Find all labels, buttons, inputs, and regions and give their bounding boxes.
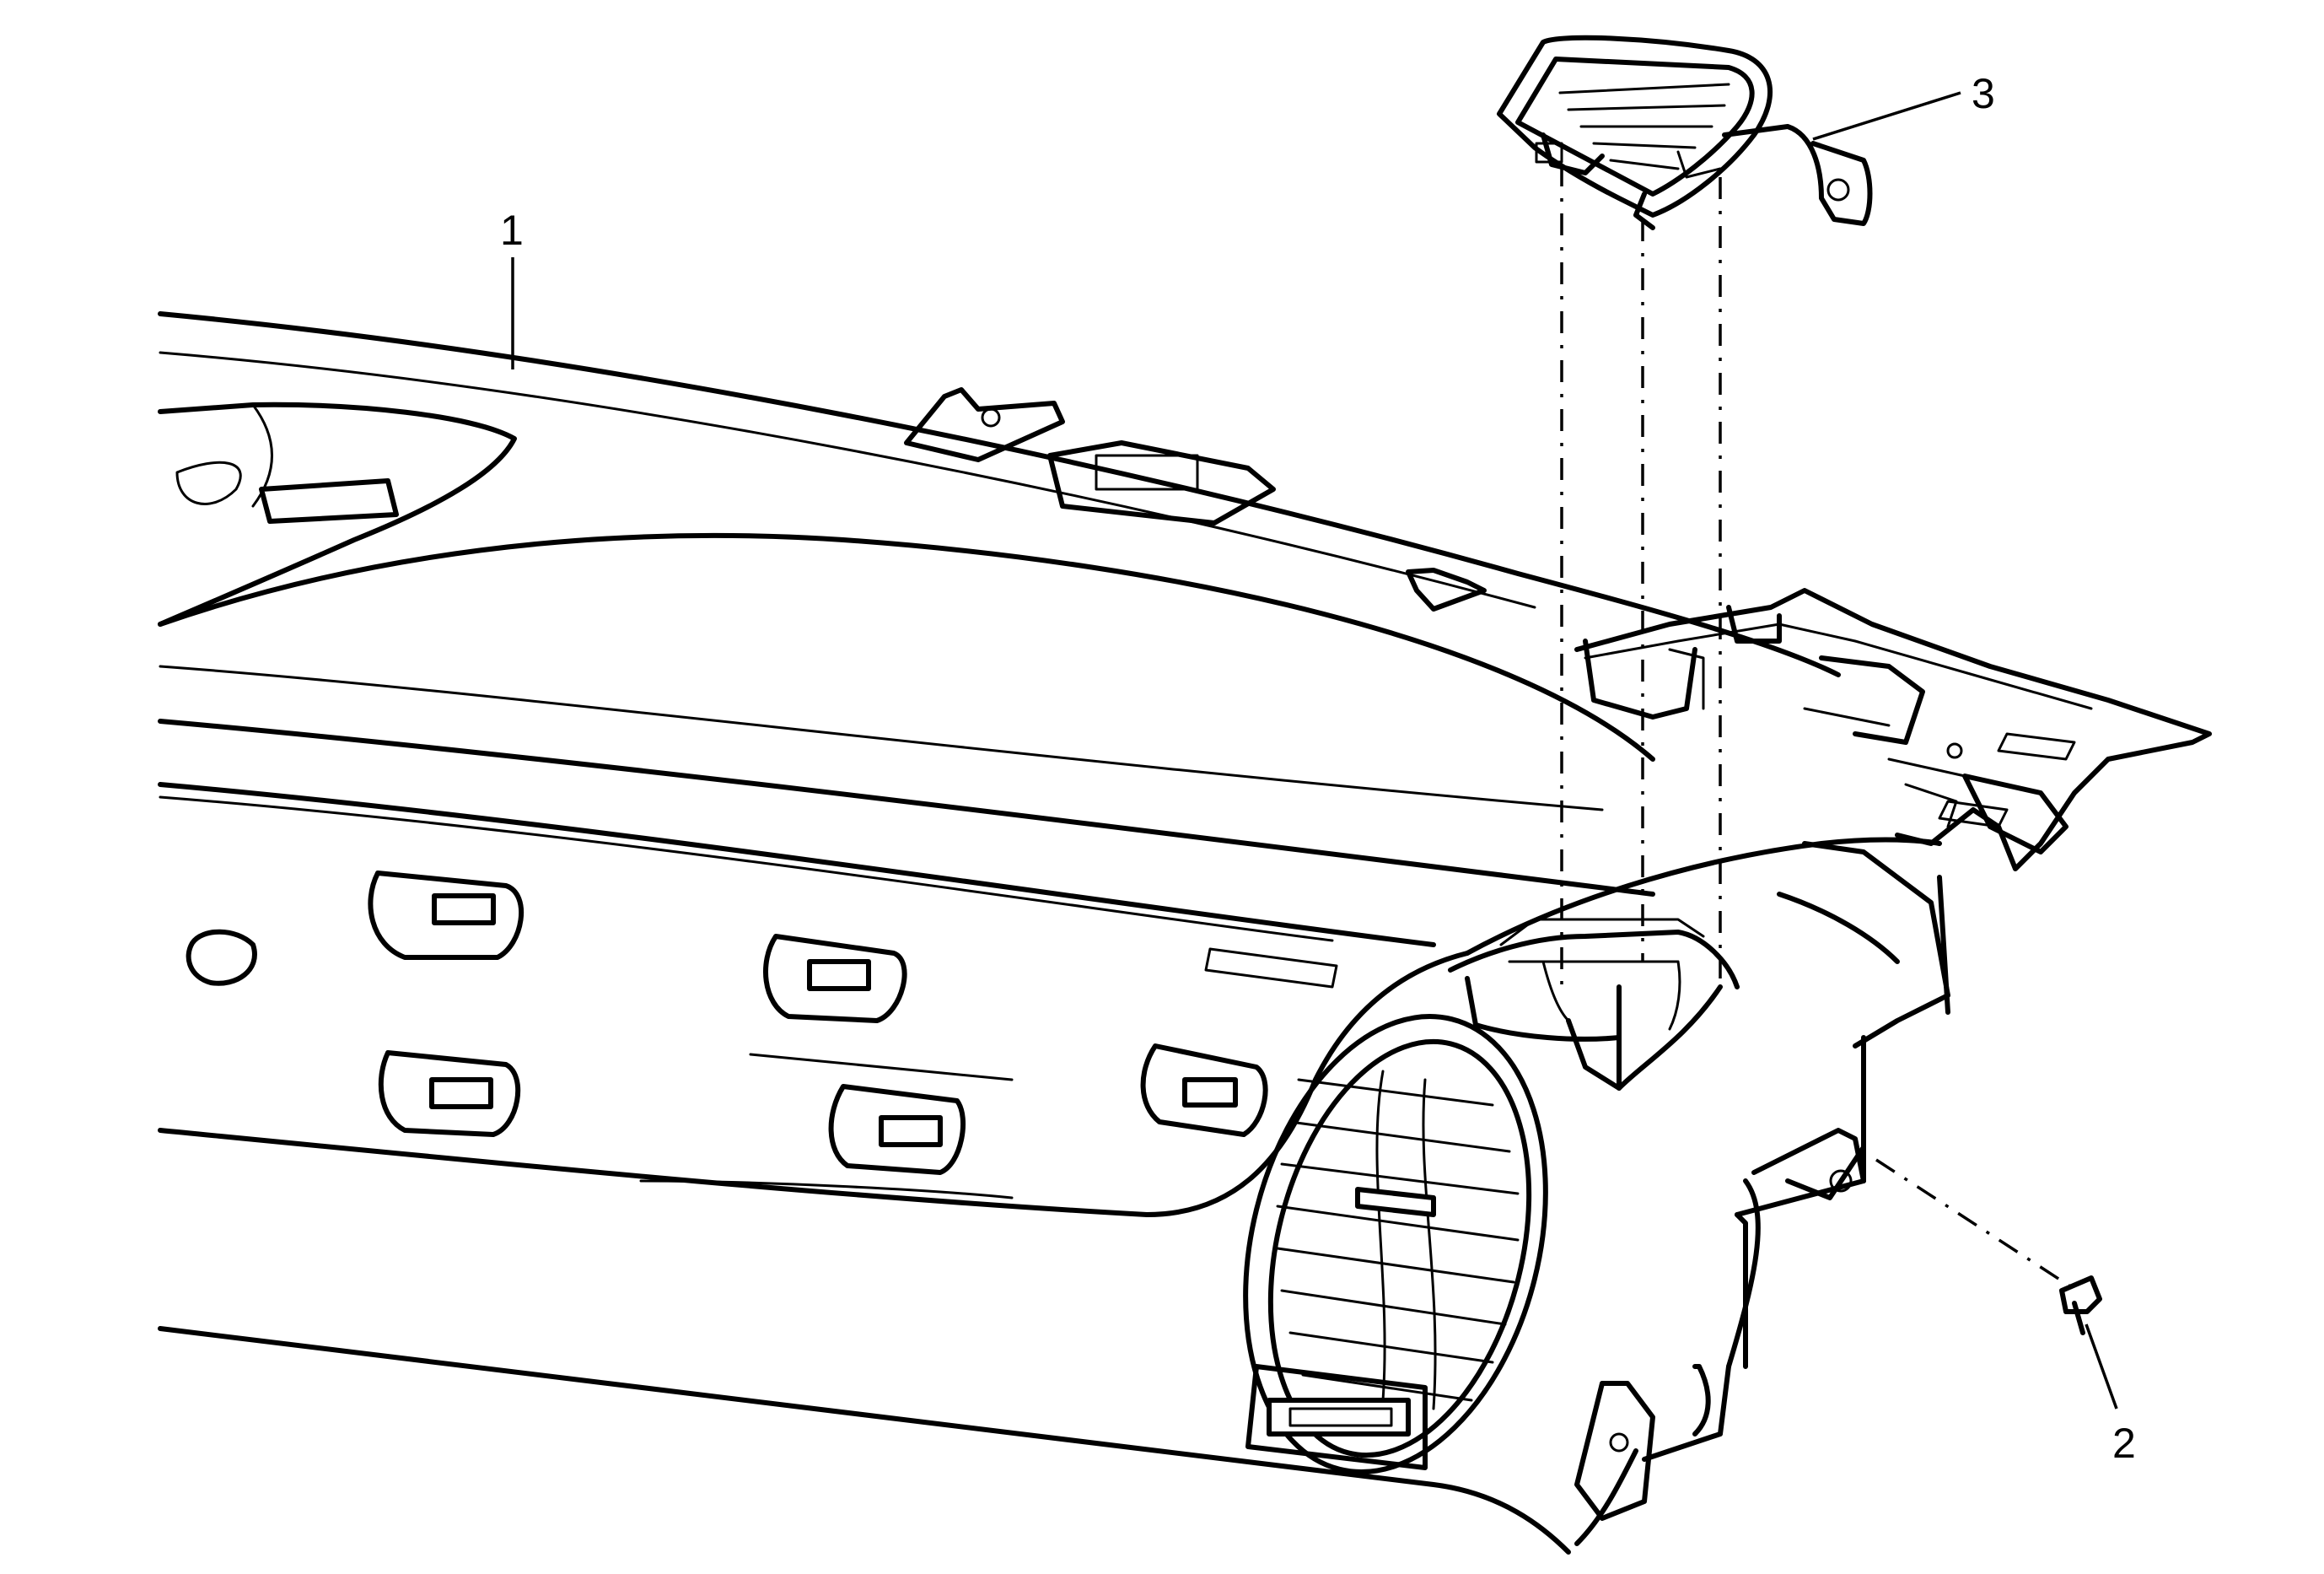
screw-fastener (1875, 1158, 2102, 1335)
callout-2: 2 (2112, 1420, 2136, 1467)
callout-labels: 1 2 3 (500, 70, 2136, 1467)
right-end-structure (1574, 588, 2212, 871)
callout-leaders (511, 91, 2118, 1410)
alignment-lines (1560, 164, 1722, 995)
instrument-panel (158, 311, 2212, 1555)
callout-3: 3 (1972, 70, 1995, 117)
defroster-grille (1497, 35, 1873, 230)
vent-opening (1448, 918, 1740, 1091)
panel-clips (368, 871, 1338, 1175)
upper-brackets (904, 387, 1487, 612)
lower-switch (1245, 1364, 1428, 1470)
air-outlet-round (1243, 1014, 1548, 1474)
right-end-cap (1465, 837, 1950, 1546)
callout-1: 1 (500, 207, 524, 254)
